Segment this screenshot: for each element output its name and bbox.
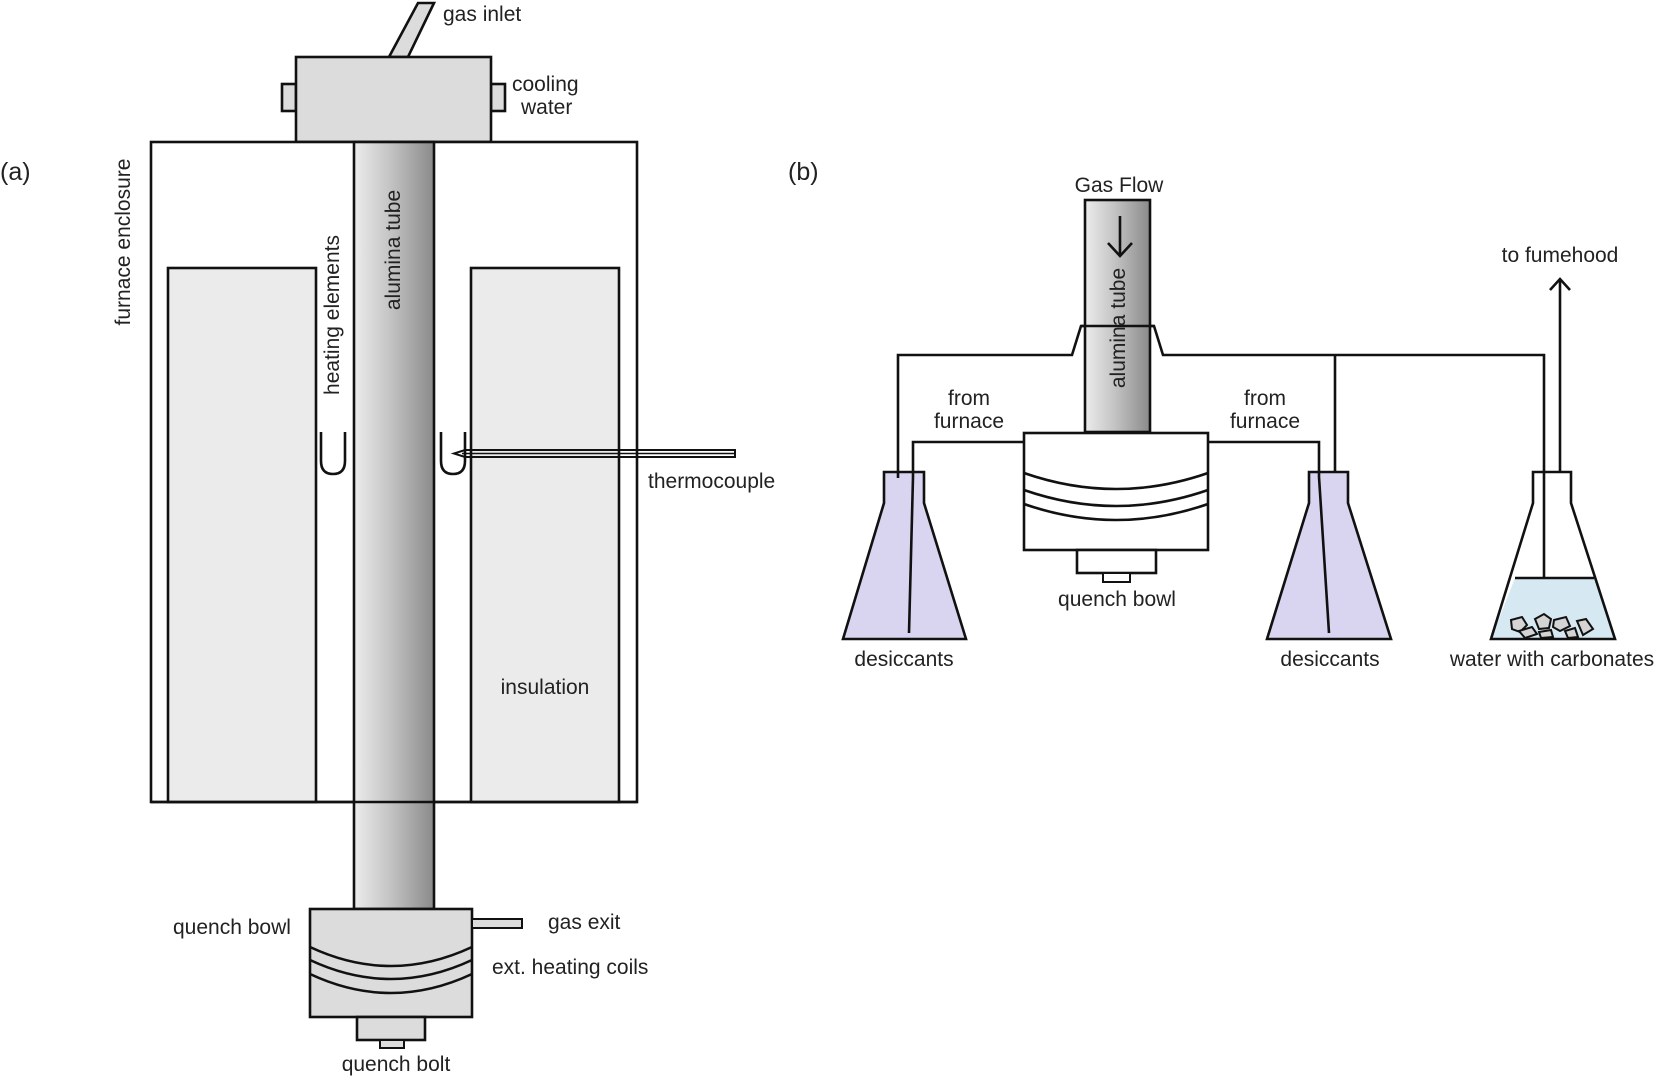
heating-element-right [439, 432, 467, 476]
quench-bowl [308, 907, 474, 1019]
heating-elements-label: heating elements [321, 235, 344, 395]
ext-heating-coils-label: ext. heating coils [492, 956, 648, 979]
quench-bowl-label-a: quench bowl [173, 916, 291, 939]
coil-b-2 [1023, 488, 1209, 508]
heating-coil-3 [309, 972, 473, 995]
quench-bowl-label-b: quench bowl [1058, 588, 1176, 611]
insulation-left [166, 266, 318, 804]
panel-a-label: (a) [0, 158, 31, 186]
alumina-tube [352, 140, 436, 911]
quench-bolt-b [1075, 548, 1158, 575]
water-flask-liquid [1491, 578, 1615, 639]
gas-flow-label: Gas Flow [1075, 174, 1165, 197]
quench-bolt-tip-b [1102, 572, 1131, 583]
desiccants-left-label: desiccants [854, 648, 953, 671]
water-with-carbonates-label: water with carbonates [1449, 648, 1654, 671]
from-furnace-pipe-left [907, 440, 1024, 634]
alumina-tube-label-b: alumina tube [1107, 268, 1130, 388]
from-furnace-left-line1: from [948, 387, 990, 410]
quench-bolt-tip [379, 1039, 405, 1049]
gas-flow-arrow-icon [1107, 216, 1133, 258]
quench-bowl-b [1022, 431, 1210, 552]
alumina-tube-b [1083, 198, 1152, 434]
coil-b-1 [1023, 471, 1209, 491]
heating-coil-1 [309, 945, 473, 968]
from-furnace-left-line2: furnace [934, 410, 1004, 433]
gas-inlet-label: gas inlet [443, 3, 521, 26]
carbonate-rocks [1509, 612, 1595, 640]
heating-element-left [319, 432, 347, 476]
desiccant-flask-left [841, 470, 968, 641]
cooling-water-port-right [489, 82, 507, 113]
insulation-label: insulation [501, 676, 590, 699]
cooling-water-label-line1: cooling [512, 73, 579, 96]
cooling-water-port-left [280, 82, 298, 113]
panel-b-label: (b) [788, 158, 819, 186]
desiccants-right-label: desiccants [1280, 648, 1379, 671]
exhaust-manifold-line [896, 324, 1546, 578]
water-flask [1489, 470, 1617, 641]
thermocouple [450, 449, 736, 458]
gas-exit-label: gas exit [548, 911, 621, 934]
furnace-enclosure-label: furnace enclosure [112, 159, 135, 326]
panel-a: (a) gas inlet cooling water furnace encl… [0, 1, 775, 1076]
thermocouple-label: thermocouple [648, 470, 775, 493]
cooling-water-label-line2: water [520, 96, 572, 119]
alumina-tube-label-a: alumina tube [382, 190, 405, 310]
to-fumehood-arrow-icon [1549, 277, 1571, 472]
desiccant-flask-right [1265, 470, 1393, 641]
cooling-head-block [294, 55, 493, 144]
from-furnace-right-line1: from [1244, 387, 1286, 410]
quench-bolt [355, 1015, 427, 1042]
quench-bolt-label: quench bolt [342, 1053, 451, 1076]
insulation-right [469, 266, 621, 804]
gas-inlet-pipe [386, 1, 437, 59]
from-furnace-right-line2: furnace [1230, 410, 1300, 433]
heating-coil-2 [309, 958, 473, 981]
panel-b: (b) desiccants desiccants water with car… [788, 158, 1654, 671]
from-furnace-pipe-right [1208, 440, 1331, 634]
coil-b-3 [1023, 502, 1209, 522]
to-fumehood-label: to fumehood [1502, 244, 1619, 267]
gas-exit-pipe [471, 918, 523, 929]
